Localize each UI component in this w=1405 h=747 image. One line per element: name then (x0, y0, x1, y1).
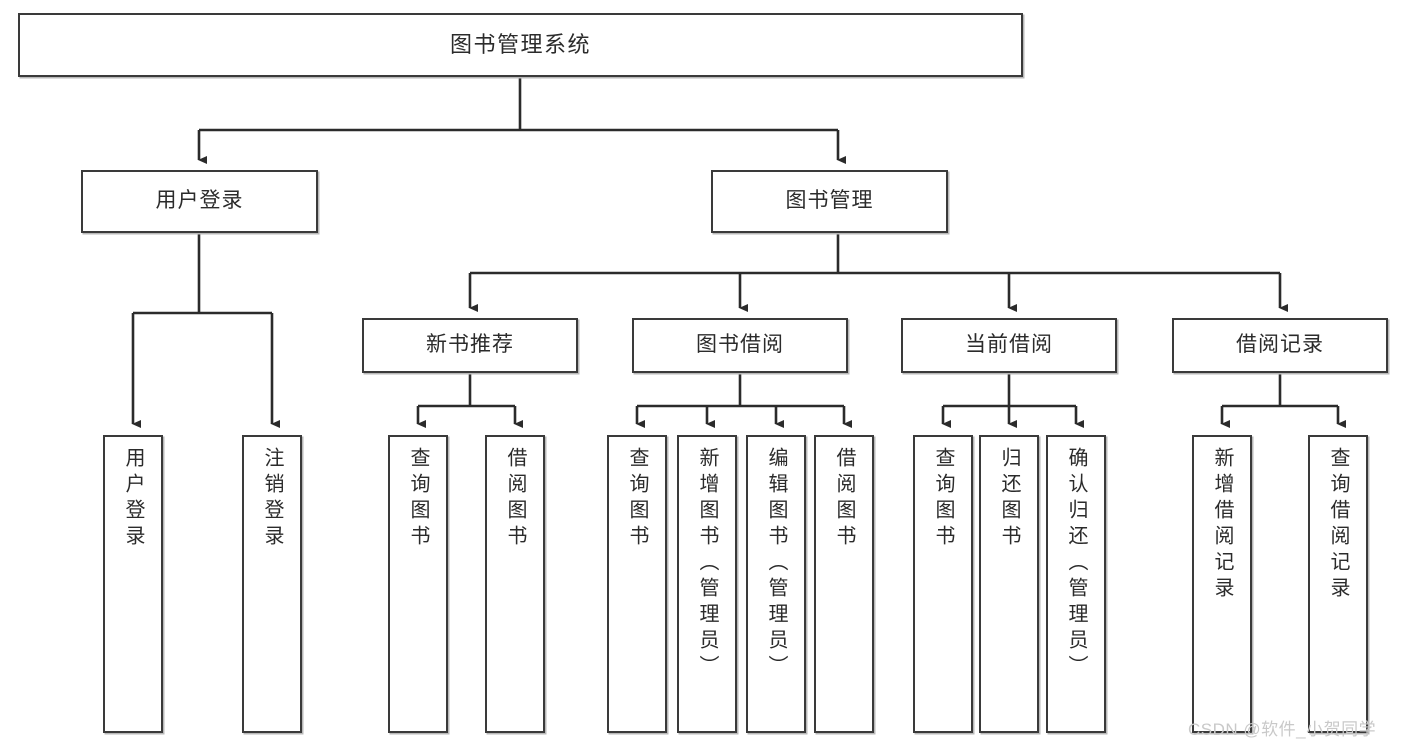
node-label: 借阅图书 (833, 447, 855, 551)
node-label: 编辑图书（管理员） (765, 447, 787, 681)
leaf-logout[interactable]: 注销登录 (242, 435, 302, 733)
node-label: 注销登录 (261, 447, 283, 551)
node-label: 图书管理 (785, 189, 874, 213)
node-label: 确认归还（管理员） (1065, 447, 1087, 681)
leaf-borrow-books[interactable]: 借阅图书 (814, 435, 874, 733)
node-current-borrowing[interactable]: 当前借阅 (901, 318, 1117, 373)
node-label: 查询图书 (407, 447, 429, 551)
leaf-query-books-recommend[interactable]: 查询图书 (388, 435, 448, 733)
node-label: 用户登录 (122, 447, 144, 551)
node-borrowing-record[interactable]: 借阅记录 (1172, 318, 1388, 373)
node-label: 当前借阅 (965, 333, 1053, 357)
node-label: 归还图书 (998, 447, 1020, 551)
node-user-login[interactable]: 用户登录 (81, 170, 318, 233)
node-label: 新增图书（管理员） (696, 447, 718, 681)
node-label: 图书管理系统 (449, 32, 591, 58)
leaf-add-borrow-record[interactable]: 新增借阅记录 (1192, 435, 1252, 733)
node-book-borrowing[interactable]: 图书借阅 (632, 318, 848, 373)
node-label: 查询图书 (932, 447, 954, 551)
node-label: 借阅记录 (1236, 333, 1324, 357)
node-label: 查询借阅记录 (1327, 447, 1349, 603)
node-label: 图书借阅 (696, 333, 784, 357)
leaf-query-books-borrow[interactable]: 查询图书 (607, 435, 667, 733)
node-label: 新增借阅记录 (1211, 447, 1233, 603)
leaf-add-book-admin[interactable]: 新增图书（管理员） (677, 435, 737, 733)
node-new-book-recommendation[interactable]: 新书推荐 (362, 318, 578, 373)
node-label: 借阅图书 (504, 447, 526, 551)
leaf-query-books-current[interactable]: 查询图书 (913, 435, 973, 733)
leaf-user-login[interactable]: 用户登录 (103, 435, 163, 733)
leaf-return-books[interactable]: 归还图书 (979, 435, 1039, 733)
leaf-edit-book-admin[interactable]: 编辑图书（管理员） (746, 435, 806, 733)
csdn-watermark: CSDN @软件_小贺同学 (1188, 720, 1377, 739)
node-root-book-management-system[interactable]: 图书管理系统 (18, 13, 1023, 77)
leaf-query-borrow-record[interactable]: 查询借阅记录 (1308, 435, 1368, 733)
node-label: 新书推荐 (426, 333, 514, 357)
node-book-management[interactable]: 图书管理 (711, 170, 948, 233)
node-label: 查询图书 (626, 447, 648, 551)
leaf-borrow-books-recommend[interactable]: 借阅图书 (485, 435, 545, 733)
node-label: 用户登录 (155, 189, 244, 213)
leaf-confirm-return-admin[interactable]: 确认归还（管理员） (1046, 435, 1106, 733)
